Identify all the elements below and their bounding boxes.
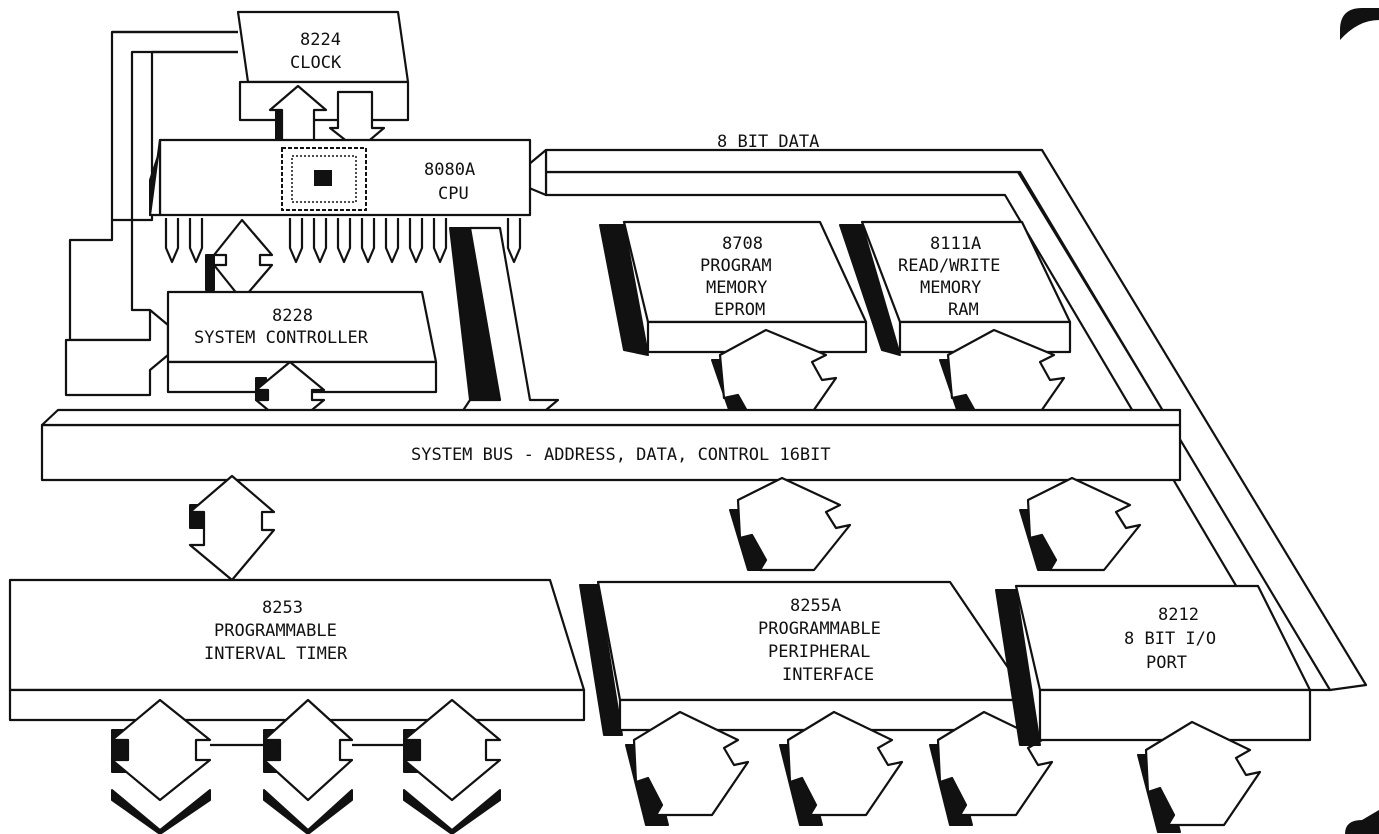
ram-line2: MEMORY <box>920 278 981 298</box>
eprom-part: 8708 <box>722 234 763 254</box>
eprom-chip: 8708 PROGRAM MEMORY EPROM <box>599 220 868 356</box>
timer-bus-arrow <box>188 474 276 582</box>
eprom-line1: PROGRAM <box>700 256 772 276</box>
clock-part: 8224 <box>300 30 341 50</box>
cpu-controller-arrow <box>205 218 274 302</box>
system-bus-label: SYSTEM BUS - ADDRESS, DATA, CONTROL 16BI… <box>411 445 831 465</box>
cpu-pins <box>164 218 522 264</box>
clock-chip: 8224 CLOCK <box>236 10 410 122</box>
ram-line1: READ/WRITE <box>898 256 1000 276</box>
cpu-part: 8080A <box>424 160 475 180</box>
ppi-output-arrows <box>625 710 1054 826</box>
timer-chip: 8253 PROGRAMMABLE INTERVAL TIMER <box>8 578 586 722</box>
controller-input-arrow <box>64 308 170 397</box>
io-port-output-arrow <box>1137 720 1262 833</box>
ram-part: 8111A <box>930 234 981 254</box>
eprom-line3: EPROM <box>714 300 765 320</box>
scan-edge-marks <box>1340 8 1379 834</box>
ppi-part: 8255A <box>790 596 841 616</box>
system-bus: SYSTEM BUS - ADDRESS, DATA, CONTROL 16BI… <box>40 408 1182 482</box>
data-path-label: 8 BIT DATA <box>717 132 819 152</box>
controller-name: SYSTEM CONTROLLER <box>194 328 369 348</box>
ppi-line3: INTERFACE <box>782 665 874 685</box>
system-controller-chip: 8228 SYSTEM CONTROLLER <box>166 290 438 394</box>
eprom-line2: MEMORY <box>706 278 767 298</box>
timer-line1: PROGRAMMABLE <box>214 621 337 641</box>
cpu-chip: 8080A CPU <box>148 138 532 264</box>
cpu-bus-arrow <box>449 226 560 432</box>
ram-line3: RAM <box>948 300 979 320</box>
io-port-chip: 8212 8 BIT I/O PORT <box>995 584 1312 746</box>
cpu-name: CPU <box>438 184 469 204</box>
clock-name: CLOCK <box>290 53 342 73</box>
timer-output-arrows <box>110 698 502 834</box>
ppi-chip: 8255A PROGRAMMABLE PERIPHERAL INTERFACE <box>579 580 1032 736</box>
ppi-line2: PERIPHERAL <box>768 642 870 662</box>
timer-line2: INTERVAL TIMER <box>204 644 348 664</box>
ppi-bus-arrow <box>729 476 852 572</box>
controller-part: 8228 <box>272 306 313 326</box>
io-port-line2: PORT <box>1146 653 1187 673</box>
io-port-part: 8212 <box>1158 605 1199 625</box>
timer-part: 8253 <box>262 598 303 618</box>
ppi-line1: PROGRAMMABLE <box>758 619 881 639</box>
io-port-line1: 8 BIT I/O <box>1124 629 1216 649</box>
io-bus-arrow <box>1019 476 1142 572</box>
